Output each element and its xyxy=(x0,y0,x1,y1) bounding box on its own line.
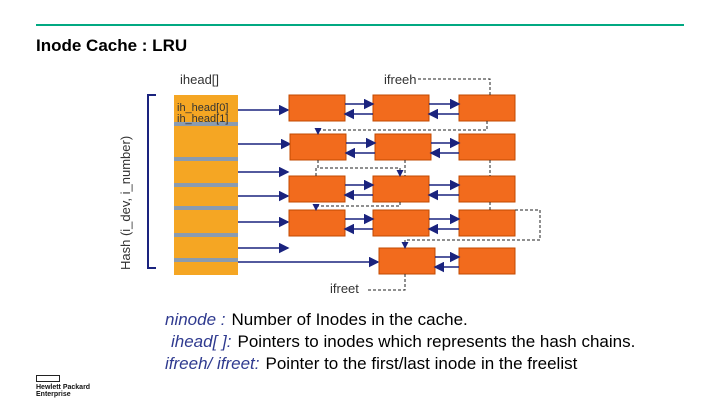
inode-nodes xyxy=(288,94,516,275)
node xyxy=(288,209,346,237)
top-accent-line xyxy=(36,24,684,26)
node xyxy=(458,175,516,203)
node xyxy=(458,247,516,275)
node xyxy=(288,175,346,203)
node xyxy=(372,175,430,203)
legend-term: ninode : xyxy=(165,310,226,329)
legend-item: ninode : Number of Inodes in the cache. xyxy=(165,309,635,331)
node xyxy=(458,133,516,161)
hpe-logo: Hewlett Packard Enterprise xyxy=(36,375,96,398)
hash-axis-bracket xyxy=(147,94,156,269)
logo-mark xyxy=(36,375,60,382)
ihead-label: ihead[] xyxy=(180,72,220,87)
legend-term: ifreeh/ ifreet: xyxy=(165,354,260,373)
legend-desc: Pointer to the first/last inode in the f… xyxy=(265,354,578,373)
ih-head-1-label: ih_head[1] xyxy=(177,113,229,125)
node xyxy=(372,94,430,122)
legend-item: ifreeh/ ifreet: Pointer to the first/last… xyxy=(165,353,635,375)
node xyxy=(378,247,436,275)
slide-title: Inode Cache : LRU xyxy=(36,36,188,55)
node xyxy=(372,209,430,237)
ifreeh-label: ifreeh xyxy=(384,72,417,87)
node xyxy=(289,133,347,161)
ih-head-0-label: ih_head[0] xyxy=(177,102,229,114)
node xyxy=(374,133,432,161)
hash-axis-label: Hash (i_dev, i_number) xyxy=(118,135,133,270)
logo-line-2: Enterprise xyxy=(36,391,71,398)
node xyxy=(458,209,516,237)
legend: ninode : Number of Inodes in the cache. i… xyxy=(165,309,635,375)
legend-item: ihead[ ]: Pointers to inodes which repres… xyxy=(171,331,635,353)
node xyxy=(288,94,346,122)
legend-term: ihead[ ]: xyxy=(171,332,232,351)
logo-line-1: Hewlett Packard xyxy=(36,384,91,391)
legend-desc: Number of Inodes in the cache. xyxy=(231,310,468,329)
node xyxy=(458,94,516,122)
legend-desc: Pointers to inodes which represents the … xyxy=(237,332,636,351)
ihead-array xyxy=(174,95,238,275)
ifreet-label: ifreet xyxy=(330,281,359,296)
